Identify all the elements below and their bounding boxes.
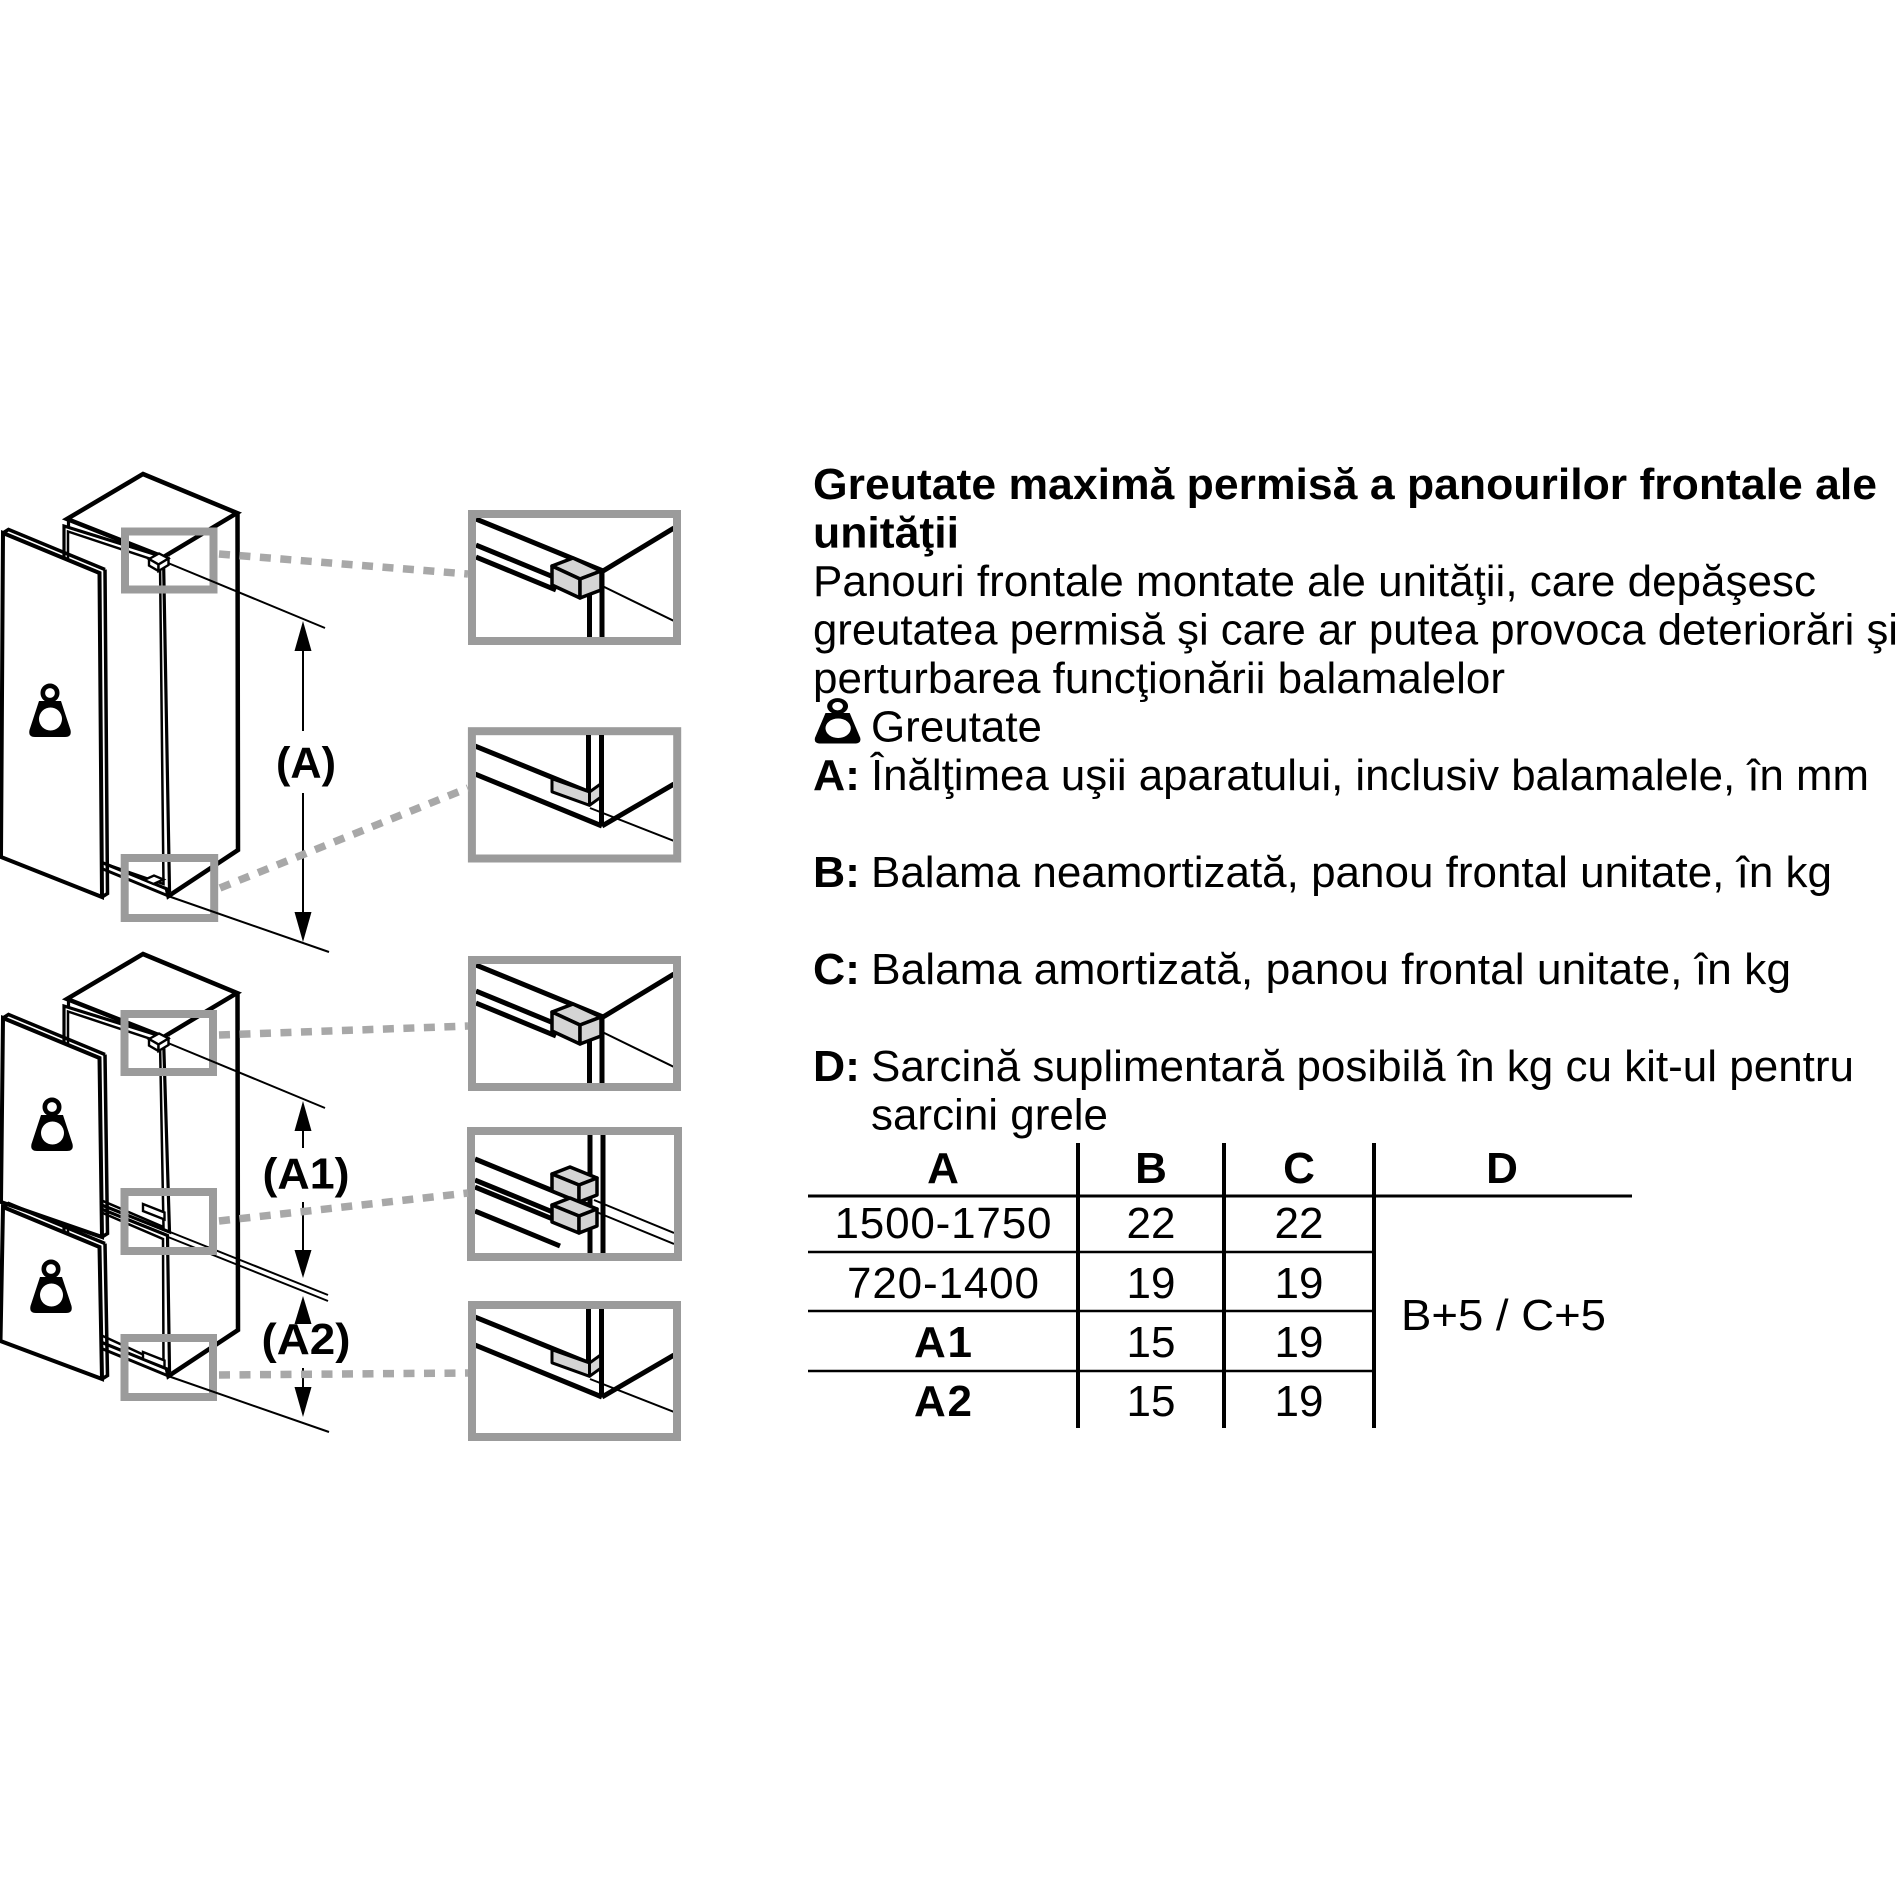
svg-text:C: C <box>1283 1144 1315 1193</box>
svg-text:15: 15 <box>1127 1377 1176 1426</box>
svg-text:perturbarea funcţionării balam: perturbarea funcţionării balamalelor <box>813 654 1505 703</box>
svg-text:A: A <box>927 1144 959 1193</box>
svg-text:19: 19 <box>1275 1318 1324 1367</box>
svg-text:Balama amortizată, panou front: Balama amortizată, panou frontal unitate… <box>871 945 1791 994</box>
svg-text:(A1): (A1) <box>263 1150 350 1199</box>
svg-text:(A): (A) <box>276 739 336 788</box>
svg-text:B: B <box>1135 1144 1167 1193</box>
svg-text:greutatea permisă şi care ar p: greutatea permisă şi care ar putea provo… <box>813 606 1898 655</box>
svg-text:Panouri frontale montate ale u: Panouri frontale montate ale unităţii, c… <box>813 557 1816 606</box>
svg-text:Balama neamortizată, panou fro: Balama neamortizată, panou frontal unita… <box>871 848 1832 897</box>
svg-text:22: 22 <box>1275 1199 1324 1248</box>
svg-text:unităţii: unităţii <box>813 509 959 558</box>
svg-text:B:: B: <box>813 848 860 897</box>
svg-text:Greutate maximă permisă a pano: Greutate maximă permisă a panourilor fro… <box>813 460 1877 509</box>
svg-text:A:: A: <box>813 751 860 800</box>
svg-text:720-1400: 720-1400 <box>847 1259 1039 1308</box>
svg-text:D: D <box>1486 1144 1518 1193</box>
svg-text:sarcini grele: sarcini grele <box>871 1091 1108 1140</box>
svg-text:1500-1750: 1500-1750 <box>835 1199 1052 1248</box>
svg-text:D:: D: <box>813 1042 860 1091</box>
svg-text:15: 15 <box>1127 1318 1176 1367</box>
svg-text:C:: C: <box>813 945 860 994</box>
svg-text:Sarcină suplimentară posibilă: Sarcină suplimentară posibilă în kg cu k… <box>871 1042 1854 1091</box>
svg-text:A2: A2 <box>914 1377 972 1426</box>
svg-text:Înălţimea uşii aparatului, inc: Înălţimea uşii aparatului, inclusiv bala… <box>870 751 1869 800</box>
svg-text:A1: A1 <box>914 1318 972 1367</box>
svg-text:19: 19 <box>1127 1259 1176 1308</box>
svg-text:Greutate: Greutate <box>871 703 1042 752</box>
svg-text:19: 19 <box>1275 1377 1324 1426</box>
svg-text:B+5 / C+5: B+5 / C+5 <box>1401 1291 1606 1340</box>
svg-text:22: 22 <box>1127 1199 1176 1248</box>
svg-text:19: 19 <box>1275 1259 1324 1308</box>
svg-text:(A2): (A2) <box>262 1315 351 1364</box>
